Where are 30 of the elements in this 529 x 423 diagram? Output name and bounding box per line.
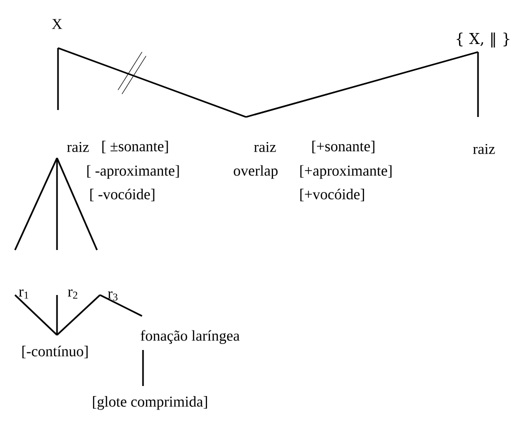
node-label: raiz — [67, 142, 89, 152]
feature-label: [+vocóide] — [300, 188, 364, 202]
association-line — [477, 52, 479, 117]
node-label: { X, ‖ } — [456, 32, 510, 48]
node-label: X — [52, 19, 62, 29]
node-label: [glote comprimida] — [93, 396, 207, 410]
association-line — [56, 158, 98, 250]
association-line — [14, 158, 58, 250]
association-line — [56, 295, 58, 335]
feature-label: [ -vocóide] — [90, 188, 154, 202]
node-label: r$_{2}$ — [68, 289, 78, 299]
feature-label: [+aproximante] — [300, 165, 392, 179]
association-line — [58, 47, 246, 118]
node-label: [-contínuo] — [22, 346, 88, 358]
feature-label: overlap — [234, 165, 278, 179]
association-line — [14, 294, 58, 336]
association-line — [100, 294, 142, 317]
feature-label: [ -aproximante] — [87, 165, 179, 179]
association-line — [57, 48, 59, 110]
association-line — [56, 158, 58, 250]
feature-label: [+sonante] — [312, 140, 374, 154]
node-label: fonação laríngea — [140, 330, 240, 344]
node-label: r$_{3}$ — [108, 291, 118, 301]
association-line — [246, 51, 478, 118]
node-label: raiz — [473, 144, 495, 154]
association-line — [56, 294, 101, 336]
node-label: r$_{1}$ — [18, 289, 28, 299]
node-label: raiz — [254, 142, 276, 152]
association-line — [142, 350, 144, 386]
feature-label: [ ±sonante] — [102, 140, 168, 154]
